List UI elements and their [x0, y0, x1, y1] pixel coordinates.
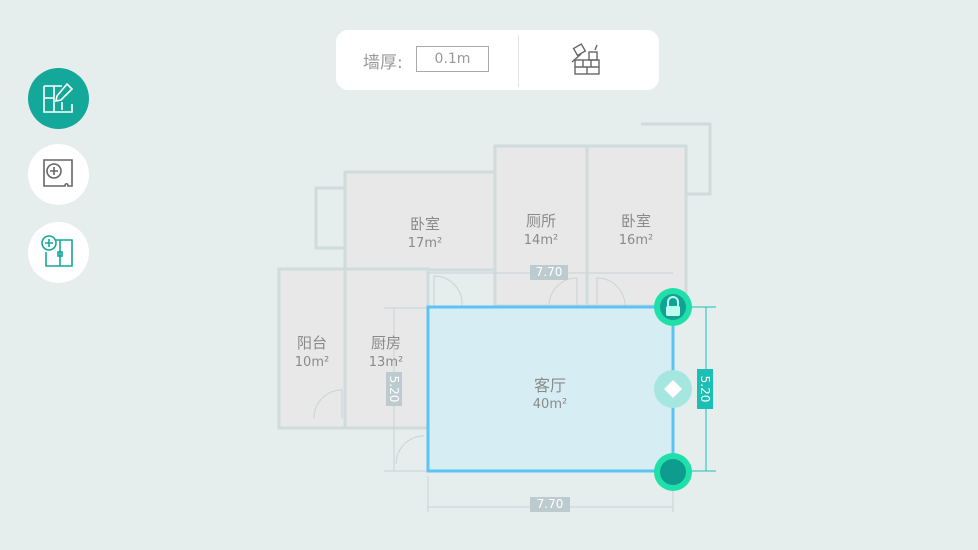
door: [548, 277, 578, 307]
add-door-button[interactable]: [28, 222, 89, 283]
resize-arrows-icon: [664, 380, 682, 398]
demolish-wall-button[interactable]: [569, 42, 605, 78]
right-height-dimension: 5.20: [697, 369, 713, 409]
add-door-icon: [41, 235, 73, 267]
door: [395, 435, 425, 465]
add-room-icon: [43, 159, 73, 187]
room-living-room-selected[interactable]: [426, 305, 675, 473]
add-room-button[interactable]: [28, 144, 89, 205]
lock-handle[interactable]: [654, 288, 692, 326]
left-height-dimension: 5.20: [386, 372, 402, 406]
wall-thickness-input[interactable]: 0.1m: [416, 46, 489, 72]
corner-handle[interactable]: [654, 453, 692, 491]
balcony-outline: [314, 186, 345, 250]
door: [596, 277, 626, 307]
demolish-wall-icon: [571, 43, 600, 75]
edit-floorplan-button[interactable]: [28, 68, 89, 129]
lock-icon: [666, 296, 680, 316]
divider: [518, 35, 519, 87]
door: [433, 275, 463, 307]
toolbar: 墙厚: 0.1m: [336, 30, 659, 90]
room-balcony[interactable]: [277, 267, 347, 430]
resize-handle[interactable]: [654, 370, 692, 408]
edit-floorplan-icon: [43, 82, 74, 113]
bottom-width-dimension: 7.70: [530, 497, 570, 512]
top-width-dimension: 7.70: [530, 265, 568, 280]
door: [313, 389, 343, 419]
balcony-outline: [641, 122, 712, 196]
wall-thickness-label: 墙厚:: [363, 53, 403, 73]
